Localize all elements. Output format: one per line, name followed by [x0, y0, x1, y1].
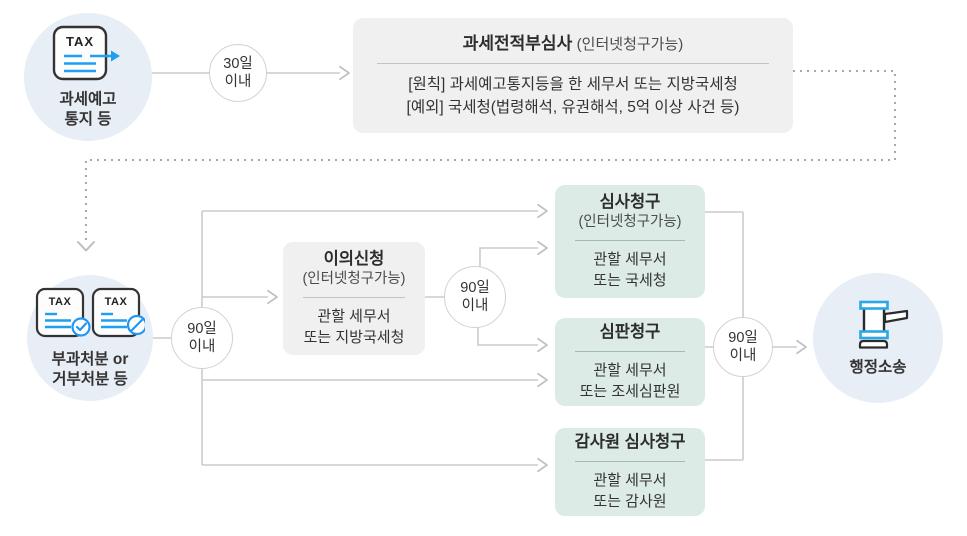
- review-request-box: 심사청구 (인터넷청구가능) 관할 세무서 또는 국세청: [555, 185, 705, 298]
- pretax-review-heading: 과세전적부심사 (인터넷청구가능): [353, 33, 793, 54]
- tax-document-check-icon: TAX: [35, 287, 91, 337]
- divider: [575, 240, 685, 241]
- pretax-review-rule-exception: [예외] 국세청(법령해석, 유권해석, 5억 이상 사건 등): [406, 98, 740, 116]
- node-tax-advance-notice: TAX 과세예고 통지 등: [24, 13, 152, 141]
- node-administrative-litigation: 행정소송: [813, 273, 943, 403]
- svg-text:TAX: TAX: [105, 296, 128, 308]
- review-request-title: 심사청구: [599, 193, 661, 211]
- dotted-arrowhead: [77, 241, 95, 252]
- pretax-review-rule-principle: [원칙] 과세예고통지등을 한 세무서 또는 지방국세청: [408, 75, 738, 93]
- pretax-review-title: 과세전적부심사: [462, 33, 573, 53]
- review-request-authority: 관할 세무서 또는 국세청: [593, 251, 667, 289]
- node-label: 과세예고 통지 등: [59, 90, 117, 128]
- svg-text:TAX: TAX: [49, 296, 72, 308]
- pretax-review-subtitle: (인터넷청구가능): [576, 35, 684, 53]
- divider: [575, 351, 685, 352]
- tax-document-arrow-icon: TAX: [52, 25, 120, 80]
- review-request-subtitle: (인터넷청구가능): [578, 214, 682, 230]
- tax-text: TAX: [66, 34, 94, 49]
- audit-board-request-title: 감사원 심사청구: [574, 433, 686, 451]
- objection-subtitle: (인터넷청구가능): [302, 271, 406, 287]
- node-label: 행정소송: [849, 358, 907, 376]
- pretax-review-box: 과세전적부심사 (인터넷청구가능) [원칙] 과세예고통지등을 한 세무서 또는…: [353, 18, 793, 133]
- audit-board-request-authority: 관할 세무서 또는 감사원: [593, 472, 667, 510]
- tribunal-request-title: 심판청구: [599, 323, 661, 341]
- deadline-90-days-third: 90일 이내: [713, 317, 773, 377]
- divider: [303, 297, 405, 298]
- objection-box: 이의신청 (인터넷청구가능) 관할 세무서 또는 지방국세청: [283, 242, 425, 355]
- tax-documents-icon: TAX TAX: [35, 287, 145, 337]
- divider: [575, 461, 685, 462]
- node-disposition: TAX TAX 부과처분 or 거부처분 등: [27, 275, 153, 401]
- dotted-feedback-line: [85, 70, 896, 240]
- deadline-90-days-first: 90일 이내: [171, 307, 233, 369]
- arrowheads: [267, 65, 807, 473]
- gavel-icon: [858, 300, 909, 349]
- divider: [377, 62, 769, 64]
- objection-authority: 관할 세무서 또는 지방국세청: [303, 308, 405, 346]
- objection-title: 이의신청: [323, 250, 385, 268]
- audit-board-request-box: 감사원 심사청구 관할 세무서 또는 감사원: [555, 428, 705, 516]
- tribunal-request-authority: 관할 세무서 또는 조세심판원: [579, 362, 681, 400]
- tribunal-request-box: 심판청구 관할 세무서 또는 조세심판원: [555, 318, 705, 406]
- deadline-90-days-second: 90일 이내: [444, 266, 506, 328]
- deadline-30-days: 30일 이내: [209, 44, 267, 102]
- tax-document-prohibit-icon: TAX: [91, 287, 145, 337]
- node-label: 부과처분 or 거부처분 등: [51, 350, 129, 388]
